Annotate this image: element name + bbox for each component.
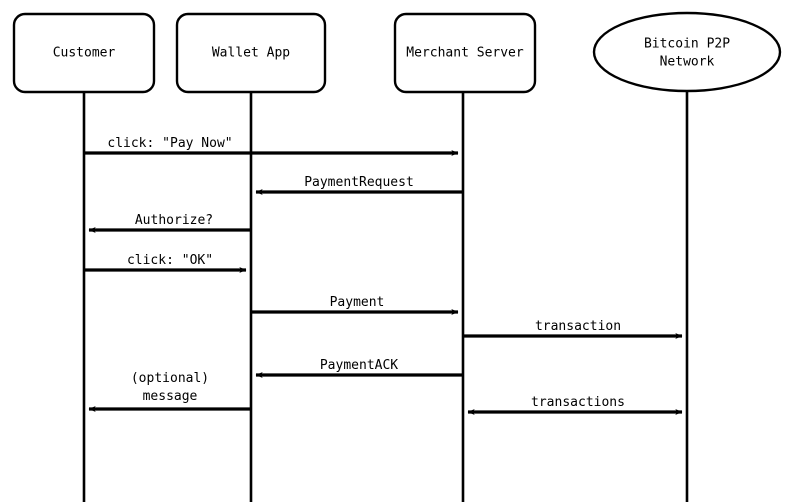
message-payment-ack[interactable]: PaymentACK (255, 358, 463, 378)
participant-network[interactable]: Bitcoin P2P Network (592, 11, 782, 93)
message-click-ok[interactable]: click: "OK" (84, 253, 247, 273)
participant-customer-box[interactable] (12, 12, 156, 94)
participant-network-ellipse[interactable] (592, 11, 782, 93)
message-label-click-pay-now: click: "Pay Now" (107, 136, 232, 151)
message-transactions[interactable]: transactions (467, 395, 683, 415)
participants-group: Customer Wallet App Merchant Server Bitc… (12, 11, 782, 94)
message-payment[interactable]: Payment (251, 295, 459, 315)
message-optional-message[interactable]: (optional) message (88, 371, 251, 412)
participant-merchant[interactable]: Merchant Server (393, 12, 537, 94)
message-label-authorize: Authorize? (135, 213, 213, 228)
message-label-click-ok: click: "OK" (127, 253, 213, 268)
message-label-payment: Payment (330, 295, 385, 310)
participant-wallet-label: Wallet App (212, 46, 290, 61)
message-label-optional-message-line2: message (143, 389, 198, 404)
message-payment-request[interactable]: PaymentRequest (255, 175, 463, 195)
participant-customer[interactable]: Customer (12, 12, 156, 94)
participant-network-label-line1: Bitcoin P2P (644, 37, 730, 52)
message-label-transactions: transactions (531, 395, 625, 410)
participant-customer-label: Customer (53, 46, 116, 61)
lifelines-group (82, 91, 689, 502)
participant-merchant-box[interactable] (393, 12, 537, 94)
message-click-pay-now[interactable]: click: "Pay Now" (84, 136, 459, 156)
message-label-payment-request: PaymentRequest (304, 175, 414, 190)
message-label-optional-message-line1: (optional) (131, 371, 209, 386)
messages-group: click: "Pay Now" PaymentRequest Authoriz… (84, 136, 683, 415)
participant-merchant-label: Merchant Server (406, 46, 524, 61)
message-transaction[interactable]: transaction (463, 319, 683, 339)
message-label-payment-ack: PaymentACK (320, 358, 398, 373)
participant-wallet[interactable]: Wallet App (175, 12, 327, 94)
message-label-transaction: transaction (535, 319, 621, 334)
message-authorize[interactable]: Authorize? (88, 213, 251, 233)
participant-wallet-box[interactable] (175, 12, 327, 94)
participant-network-label-line2: Network (660, 55, 715, 70)
